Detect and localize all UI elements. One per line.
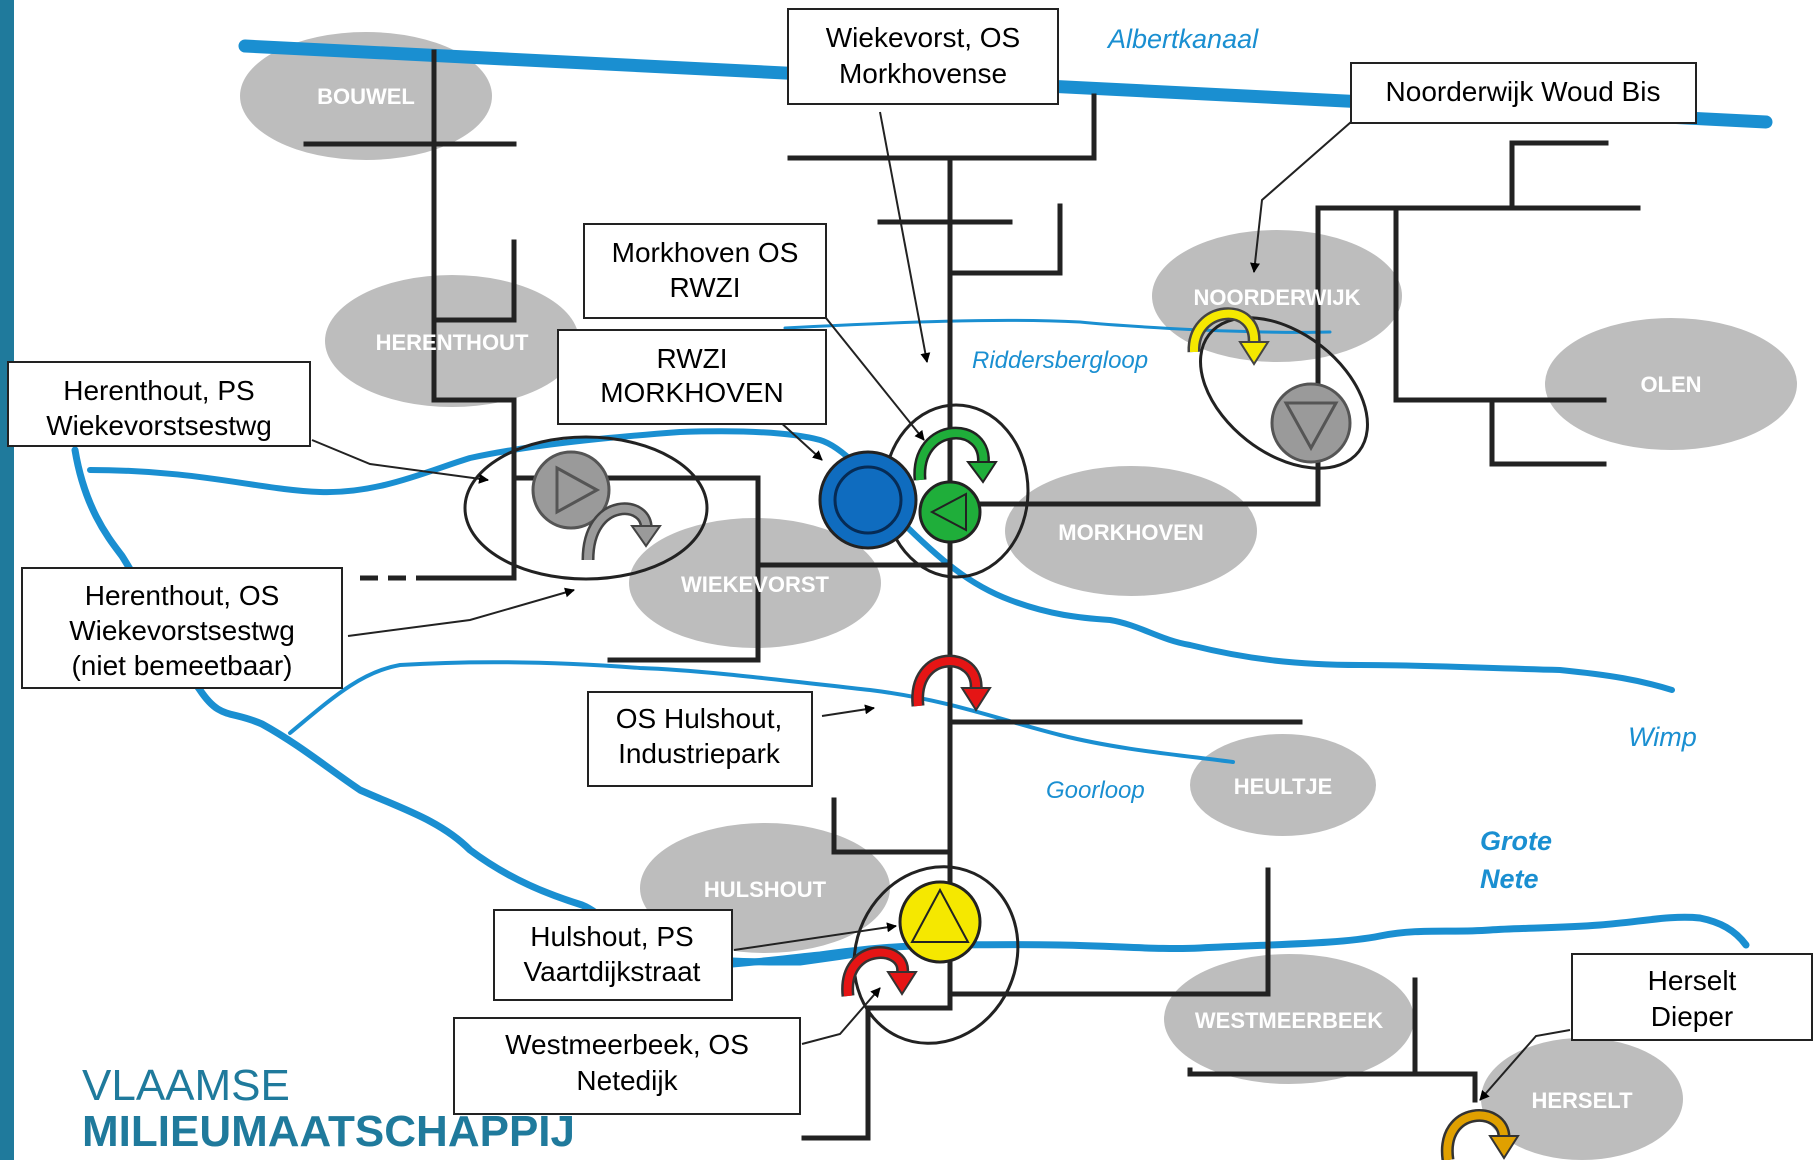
callout-text-line: Herenthout, PS [63,375,254,406]
ps-noorderwijk-grey [1270,382,1352,464]
zone-heultje [1190,734,1376,836]
callout-herenthout-os: Herenthout, OS Wiekevorstsestwg (niet be… [21,567,343,689]
callout-text-line: Noorderwijk Woud Bis [1386,76,1661,107]
callout-text-line: Morkhovense [839,58,1007,89]
callout-herenthout-ps: Herenthout, PS Wiekevorstsestwg [7,361,311,447]
zone-bouwel [240,32,492,160]
label-albertkanaal: Albertkanaal [1106,24,1259,54]
zone-label-morkhoven: MORKHOVEN [1058,520,1203,545]
label-grote-nete-line1: Grote [1480,826,1552,856]
zone-label-herenthout: HERENTHOUT [376,330,529,355]
callout-text-line: Wiekevorst, OS [826,22,1020,53]
river-top-left-branch [87,428,1675,693]
zone-herselt [1481,1038,1683,1160]
ps-herenthout-grey [531,450,611,530]
zone-label-hulshout: HULSHOUT [704,877,827,902]
ellipse-noorderwijk [1199,316,1369,470]
zone-westmeerbeek [1164,954,1414,1084]
callout-leaders [311,111,1571,1101]
zone-wiekevorst [629,518,881,648]
callout-text-line: Wiekevorstsestwg [46,410,272,441]
rwzi-morkhoven-symbol [818,450,918,550]
river-labels: Albertkanaal Riddersbergloop Wimp Goorlo… [972,24,1697,894]
zone-morkhoven [1005,466,1257,596]
callout-text-line: Morkhoven OS [612,237,799,268]
label-riddersbergloop: Riddersbergloop [972,347,1148,374]
callout-text-line: Westmeerbeek, OS [505,1029,749,1060]
callout-text-line: Vaartdijkstraat [524,956,701,987]
brand-side-bar [0,0,14,1160]
zone-label-olen: OLEN [1640,372,1701,397]
zone-labels: BOUWEL HERENTHOUT WIEKEVORST MORKHOVEN N… [317,84,1701,1113]
label-wimp: Wimp [1628,722,1697,752]
ps-hulshout-yellow [898,880,982,964]
zone-label-bouwel: BOUWEL [317,84,415,109]
callout-hulshout-ps: Hulshout, PS Vaartdijkstraat [493,909,733,1001]
station-ellipses [463,316,1369,1045]
brand-line2: MILIEUMAATSCHAPPIJ [82,1107,575,1156]
ellipse-herenthout [463,435,709,581]
callout-westmeerbeek-os: Westmeerbeek, OS Netedijk [453,1017,801,1115]
zone-label-westmeerbeek: WESTMEERBEEK [1195,1008,1383,1033]
zone-label-herselt: HERSELT [1531,1088,1633,1113]
zone-olen [1545,318,1797,450]
callout-boxes: Wiekevorst, OS Morkhovense Noorderwijk W… [7,8,1813,1115]
sewer-network [303,49,1641,1141]
callout-noorderwijk-woud-bis: Noorderwijk Woud Bis [1350,62,1697,124]
callout-morkhoven-os-rwzi: Morkhoven OS RWZI [583,223,827,319]
brand-logo: VLAAMSE MILIEUMAATSCHAPPIJ [82,1061,575,1156]
river-goorloop [288,660,1235,764]
callout-text-line: MORKHOVEN [600,377,784,408]
callout-text-line: Herenthout, OS [85,580,280,611]
callout-text-line: Dieper [1651,1001,1733,1032]
label-goorloop: Goorloop [1046,777,1145,804]
zone-label-wiekevorst: WIEKEVORST [681,572,829,597]
overflow-arrows [581,307,1520,1161]
callout-herselt-dieper: Herselt Dieper [1571,953,1813,1041]
callout-text-line: Wiekevorstsestwg [69,615,295,646]
zones [240,32,1797,1160]
callout-text-line: Netedijk [576,1065,678,1096]
callout-text-line: RWZI [656,343,727,374]
zone-label-noorderwijk: NOORDERWIJK [1193,285,1360,310]
callout-text-line: Herselt [1648,965,1737,996]
callout-wiekevorst-os-morkhovense: Wiekevorst, OS Morkhovense [787,8,1059,105]
callout-text-line: Hulshout, PS [530,921,693,952]
ps-morkhoven-green [918,480,982,544]
ellipse-hulshout [852,865,1020,1045]
label-grote-nete-line2: Nete [1480,864,1539,894]
brand-line1: VLAAMSE [82,1061,290,1110]
callout-rwzi-morkhoven: RWZI MORKHOVEN [557,329,827,425]
callout-text-line: (niet bemeetbaar) [71,650,292,681]
zone-label-heultje: HEULTJE [1234,774,1333,799]
callout-os-hulshout: OS Hulshout, Industriepark [587,691,813,787]
callout-text-line: RWZI [669,272,740,303]
callout-text-line: OS Hulshout, [616,703,783,734]
callout-text-line: Industriepark [618,738,781,769]
